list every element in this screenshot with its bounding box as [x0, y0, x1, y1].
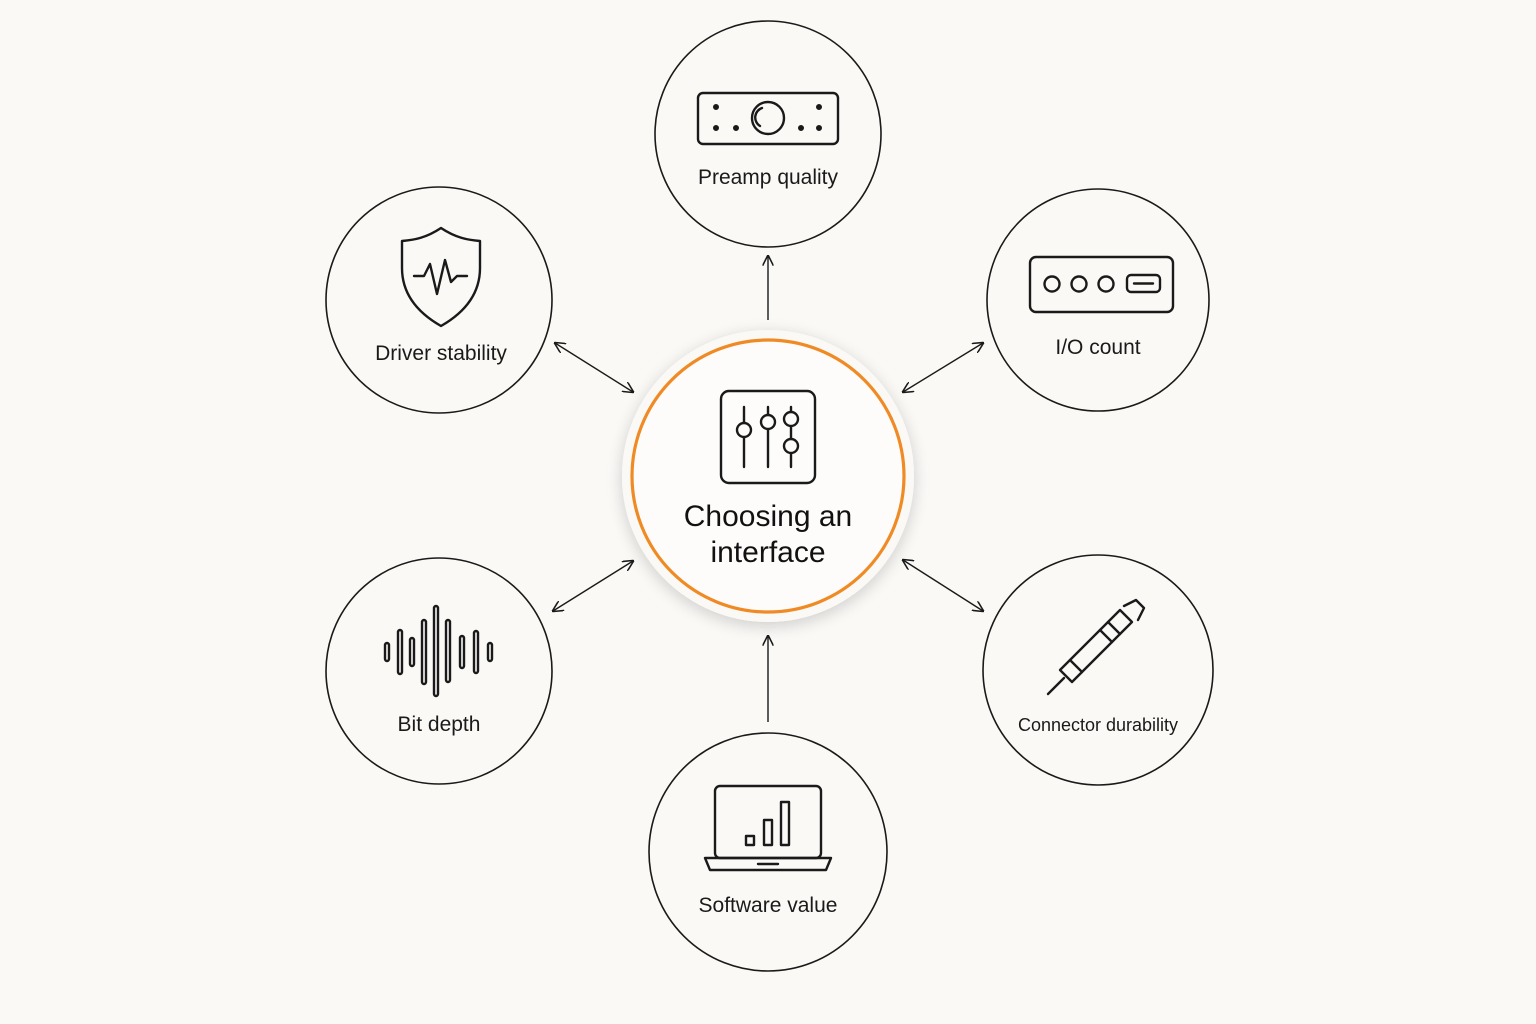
mixer-sliders-icon [719, 389, 817, 485]
node-bitdepth-label: Bit depth [398, 713, 481, 736]
node-driver-ring [325, 186, 553, 414]
center-title-line1: Choosing an [684, 500, 852, 533]
node-io[interactable]: I/O count [986, 188, 1210, 412]
edge-center-bitdepth [553, 561, 633, 611]
node-bitdepth[interactable]: Bit depth [325, 557, 553, 785]
connector-plug-icon [1046, 598, 1146, 696]
node-connector-label: Connector durability [1018, 715, 1178, 735]
edge-center-io [903, 343, 983, 392]
node-software-label: Software value [699, 894, 838, 917]
node-software[interactable]: Software value [648, 732, 888, 972]
preamp-panel-icon [696, 91, 840, 146]
connectors [553, 256, 983, 722]
node-connector[interactable]: Connector durability [982, 554, 1214, 786]
node-preamp-label: Preamp quality [698, 166, 839, 189]
node-driver[interactable]: Driver stability [325, 186, 553, 414]
edge-center-driver [555, 343, 633, 392]
center-node-ring [630, 338, 906, 614]
center-node[interactable]: Choosing an interface [622, 330, 914, 622]
edge-center-connector [903, 560, 983, 611]
center-title-line2: interface [710, 536, 825, 569]
node-driver-label: Driver stability [375, 342, 507, 365]
node-io-label: I/O count [1055, 336, 1140, 359]
laptop-chart-icon [703, 784, 833, 872]
node-io-ring [986, 188, 1210, 412]
node-software-ring [648, 732, 888, 972]
waveform-icon [383, 604, 494, 698]
node-connector-ring [982, 554, 1214, 786]
node-preamp[interactable]: Preamp quality [654, 20, 882, 248]
io-ports-icon [1028, 255, 1175, 314]
shield-pulse-icon [400, 226, 482, 328]
